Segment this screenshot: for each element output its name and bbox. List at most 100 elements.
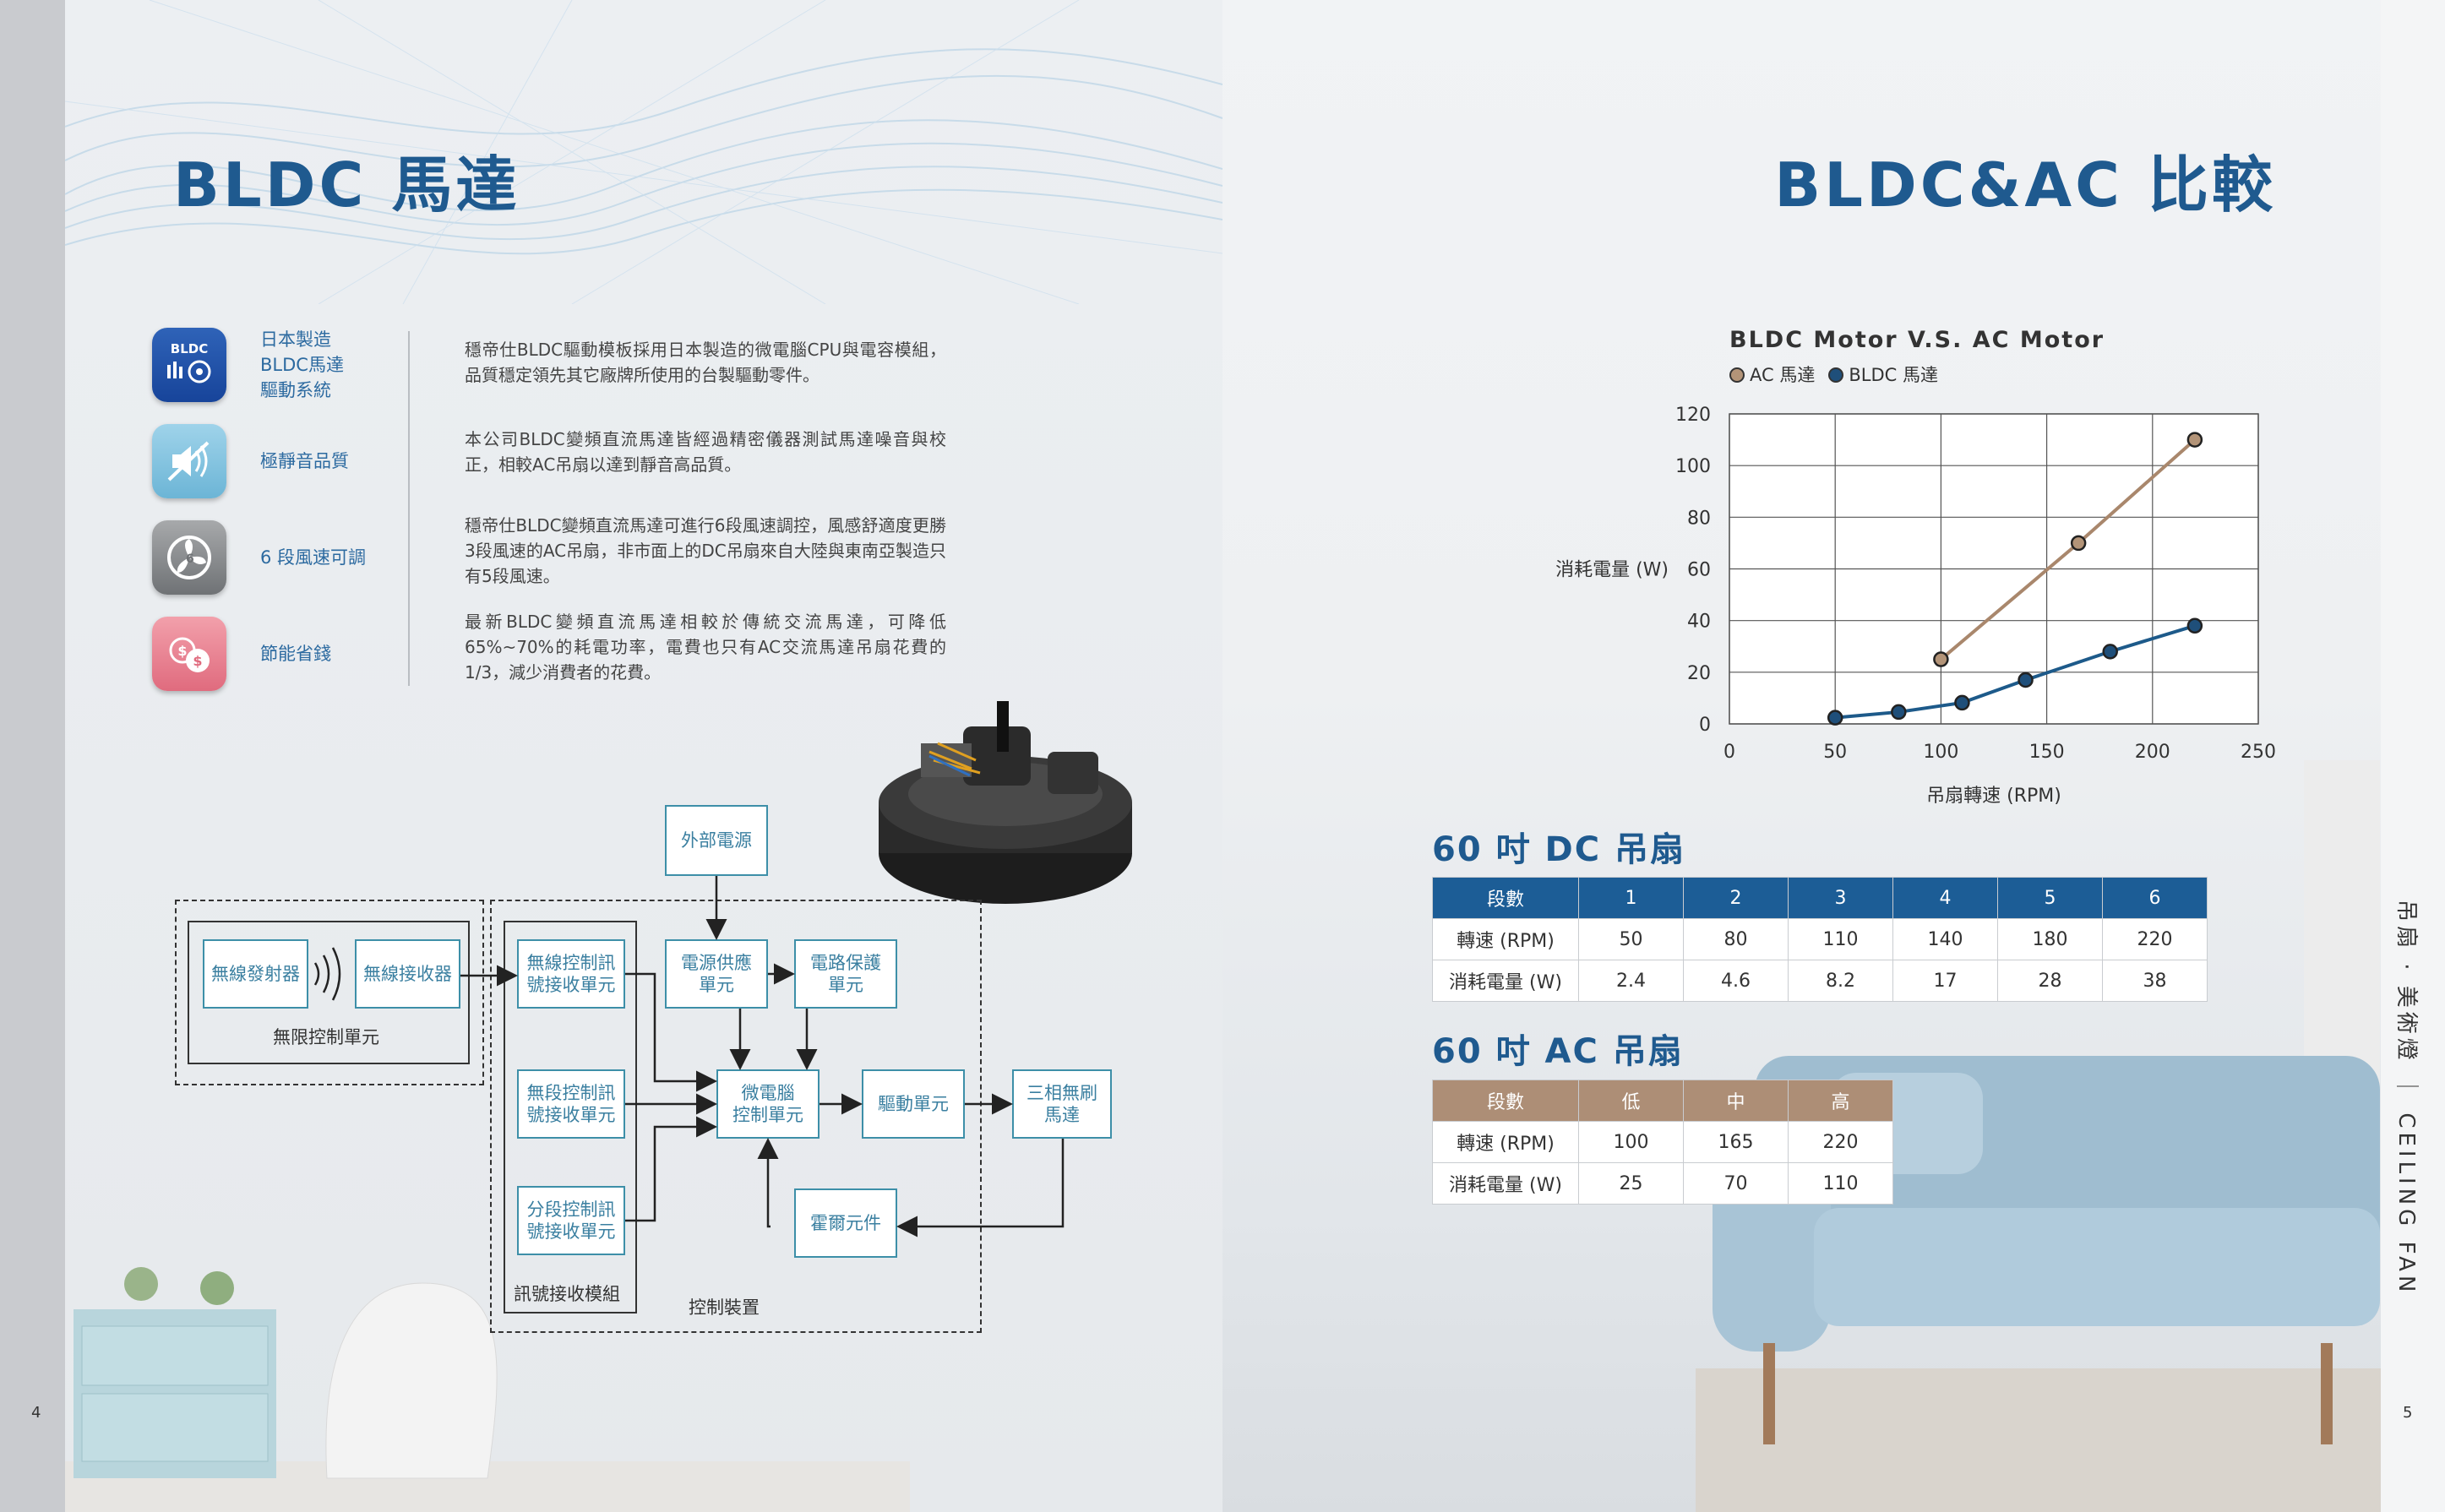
table-cell: 28 (1997, 960, 2103, 1002)
wireless-transmitter-box: 無線發射器 (203, 939, 308, 1009)
control-device-label: 控制裝置 (689, 1297, 760, 1318)
table-header-cell: 2 (1683, 877, 1789, 919)
page-title-compare: BLDC&AC 比較 (1774, 150, 2276, 220)
table-cell: 100 (1578, 1121, 1684, 1163)
feature-label: 極靜音品質 (260, 451, 349, 471)
x-tick-label: 50 (1823, 742, 1847, 763)
feature-label: 日本製造 BLDC馬達 驅動系統 (260, 329, 344, 400)
feature-japan-made: BLDC 日本製造 BLDC馬達 驅動系統 (152, 328, 406, 404)
table-header-cell: 中 (1683, 1080, 1789, 1122)
feature-energy-saving: $ $ 節能省錢 (152, 617, 406, 693)
feature-six-speed: 6 6 段風速可調 (152, 520, 406, 596)
table-header-cell: 3 (1788, 877, 1893, 919)
legend-item-bldc: BLDC 馬達 (1828, 362, 1938, 387)
svg-text:$: $ (177, 643, 187, 659)
right-edge-band (2381, 0, 2445, 1512)
paragraph-speeds: 穩帝仕BLDC變頻直流馬達可進行6段風速調控，風感舒適度更勝3段風速的AC吊扇，… (465, 515, 946, 586)
table-header-cell: 4 (1892, 877, 1998, 919)
x-tick-label: 100 (1923, 742, 1958, 763)
table-row: 轉速 (RPM) 50 80 110 140 180 220 (1432, 918, 2208, 960)
wireless-control-frame (188, 921, 470, 1064)
living-room-illustration (1696, 760, 2381, 1512)
bldc-chip-icon: BLDC (152, 328, 226, 402)
table-header-cell: 5 (1997, 877, 2103, 919)
table-header-cell: 1 (1578, 877, 1684, 919)
table-header-cell: 段數 (1432, 1080, 1579, 1122)
data-point (1954, 694, 1970, 711)
y-axis-label: 消耗電量 (W) (1555, 560, 1669, 581)
wireless-control-unit-label: 無限控制單元 (273, 1027, 379, 1047)
legend-label-bldc: BLDC 馬達 (1849, 365, 1938, 385)
table-cell: 110 (1788, 918, 1893, 960)
bldc-motor-photo (879, 701, 1132, 904)
wave-mesh-decoration (65, 0, 1222, 304)
table-cell: 80 (1683, 918, 1789, 960)
chart-title: BLDC Motor V.S. AC Motor (1729, 327, 2105, 353)
data-point (2186, 617, 2203, 634)
table-header-cell: 低 (1578, 1080, 1684, 1122)
table-cell: 165 (1683, 1121, 1789, 1163)
table-cell: 220 (1788, 1121, 1893, 1163)
data-point (2018, 672, 2034, 688)
y-tick-label: 40 (1687, 612, 1711, 633)
table-cell: 70 (1683, 1162, 1789, 1205)
y-tick-label: 100 (1675, 456, 1711, 477)
wireless-receiver-box: 無線接收器 (355, 939, 460, 1009)
table-cell: 140 (1892, 918, 1998, 960)
page-number-left: 4 (31, 1404, 41, 1422)
x-tick-label: 250 (2241, 742, 2276, 763)
paragraph-efficiency: 最新BLDC變頻直流馬達相較於傳統交流馬達，可降低65%~70%的耗電功率，電費… (465, 612, 946, 683)
svg-text:6: 6 (186, 552, 194, 566)
x-tick-label: 0 (1723, 742, 1735, 763)
feature-label: 節能省錢 (260, 644, 331, 664)
table-cell: 25 (1578, 1162, 1684, 1205)
feature-quiet: 極靜音品質 (152, 424, 406, 500)
legend-label-ac: AC 馬達 (1750, 365, 1816, 385)
table-cell: 轉速 (RPM) (1432, 918, 1579, 960)
data-point (2102, 644, 2118, 660)
ac-fan-table: 段數 低 中 高 轉速 (RPM) 100 165 220 消耗電量 (W) 2… (1432, 1080, 1893, 1205)
table-header-cell: 6 (2102, 877, 2208, 919)
wireless-control-group (175, 900, 484, 1085)
x-tick-label: 150 (2029, 742, 2065, 763)
y-tick-label: 20 (1687, 663, 1711, 684)
data-point (2186, 432, 2203, 448)
fan-speed-icon: 6 (152, 520, 226, 595)
driver-box: 驅動單元 (862, 1069, 965, 1139)
table-cell: 110 (1788, 1162, 1893, 1205)
table-row: 消耗電量 (W) 25 70 110 (1432, 1162, 1893, 1205)
speaker-mute-icon (152, 424, 226, 498)
coin-saving-icon: $ $ (152, 617, 226, 691)
y-tick-label: 0 (1699, 715, 1711, 736)
chart-legend: AC 馬達 BLDC 馬達 (1729, 362, 1938, 387)
table-row: 轉速 (RPM) 100 165 220 (1432, 1121, 1893, 1163)
table-cell: 50 (1578, 918, 1684, 960)
data-point (2070, 535, 2087, 552)
svg-text:$: $ (193, 653, 202, 669)
table-cell: 8.2 (1788, 960, 1893, 1002)
y-tick-label: 120 (1675, 405, 1711, 426)
data-point (1891, 704, 1907, 721)
table-cell: 180 (1997, 918, 2103, 960)
data-point (1933, 651, 1949, 667)
svg-text:BLDC: BLDC (171, 341, 208, 356)
table-header-row: 段數 低 中 高 (1432, 1080, 1893, 1122)
signal-module-frame (504, 921, 637, 1313)
feature-divider (408, 331, 410, 686)
table-cell: 消耗電量 (W) (1432, 1162, 1579, 1205)
signal-module-label: 訊號接收模組 (514, 1284, 620, 1304)
table-cell: 220 (2102, 918, 2208, 960)
side-section-label: 吊扇 · 美術燈 ｜ CEILING FAN (2393, 900, 2419, 1297)
table-cell: 17 (1892, 960, 1998, 1002)
ac-table-title: 60 吋 AC 吊扇 (1432, 1032, 1684, 1071)
dc-fan-table: 段數 1 2 3 4 5 6 轉速 (RPM) 50 80 110 140 18… (1432, 877, 2208, 1002)
table-cell: 轉速 (RPM) (1432, 1121, 1579, 1163)
paragraph-cpu: 穩帝仕BLDC驅動模板採用日本製造的微電腦CPU與電容模組，品質穩定領先其它廠牌… (465, 340, 946, 385)
dc-table-title: 60 吋 DC 吊扇 (1432, 830, 1685, 869)
table-row: 消耗電量 (W) 2.4 4.6 8.2 17 28 38 (1432, 960, 2208, 1002)
table-header-cell: 段數 (1432, 877, 1579, 919)
legend-item-ac: AC 馬達 (1729, 362, 1815, 387)
paragraph-quiet: 本公司BLDC變頻直流馬達皆經過精密儀器測試馬達噪音與校正，相較AC吊扇以達到靜… (465, 429, 946, 475)
